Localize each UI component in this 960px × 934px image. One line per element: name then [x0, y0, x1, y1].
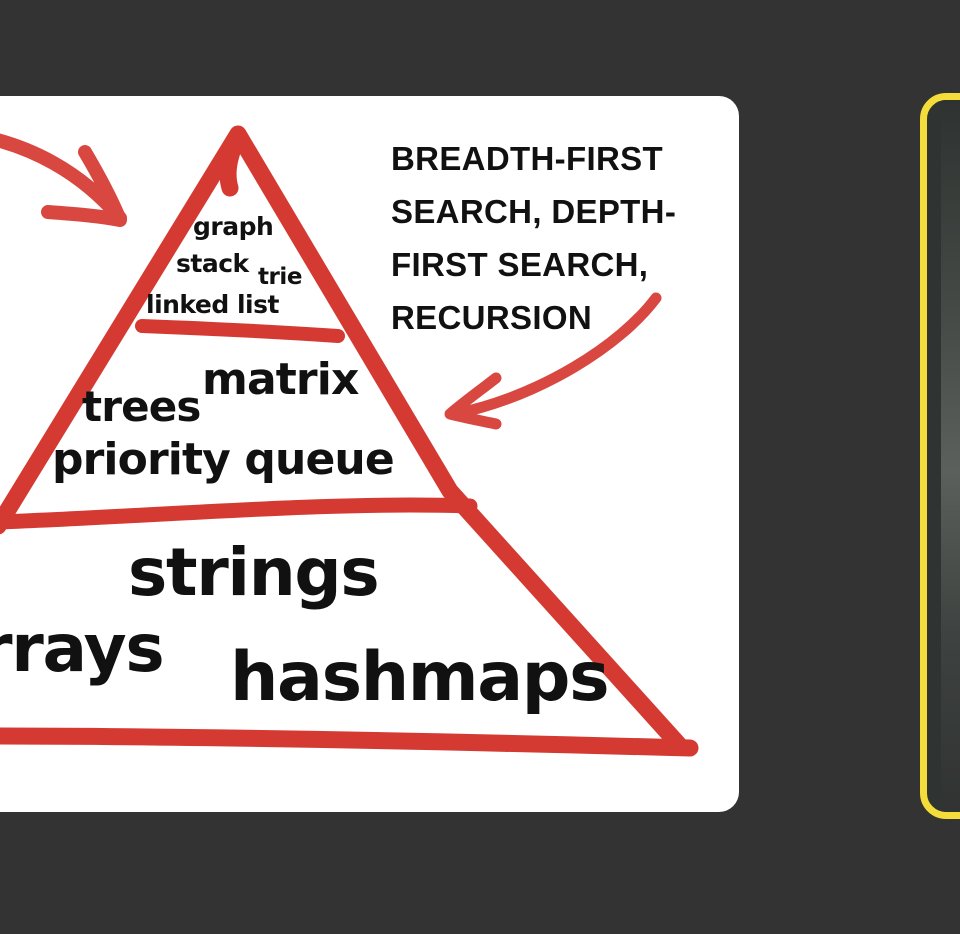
label-stack: stack: [176, 249, 249, 278]
pyramid-base-line: [0, 727, 699, 757]
label-trie: trie: [258, 264, 302, 290]
label-graph: graph: [193, 212, 274, 241]
pyramid-outline: [0, 125, 689, 755]
label-priority-queue: priority queue: [52, 434, 395, 485]
label-linked-list: linked list: [146, 290, 279, 319]
pyramid-drawing: [0, 125, 699, 757]
callout-line: BREADTH-FIRST: [391, 140, 663, 177]
top-tier-divider: [135, 319, 345, 343]
callout-line: SEARCH, DEPTH-: [391, 193, 677, 230]
arrow-to-middle-tier: [449, 292, 662, 420]
label-arrays: rrays: [0, 610, 165, 687]
middle-tier-divider: [0, 497, 478, 530]
arrow-to-apex-head: [41, 145, 127, 227]
callout-line: RECURSION: [391, 299, 592, 336]
callout-line: FIRST SEARCH,: [391, 246, 649, 283]
label-trees: trees: [82, 382, 201, 431]
label-strings: strings: [128, 534, 380, 611]
algorithms-callout: BREADTH-FIRST SEARCH, DEPTH- FIRST SEARC…: [391, 132, 731, 344]
webcam-frame: [920, 93, 960, 819]
label-matrix: matrix: [202, 354, 359, 405]
webcam-feed: [941, 100, 960, 812]
arrow-to-middle-tier-head: [444, 372, 502, 430]
label-hashmaps: hashmaps: [230, 638, 610, 717]
slide-card: BREADTH-FIRST SEARCH, DEPTH- FIRST SEARC…: [0, 96, 739, 812]
